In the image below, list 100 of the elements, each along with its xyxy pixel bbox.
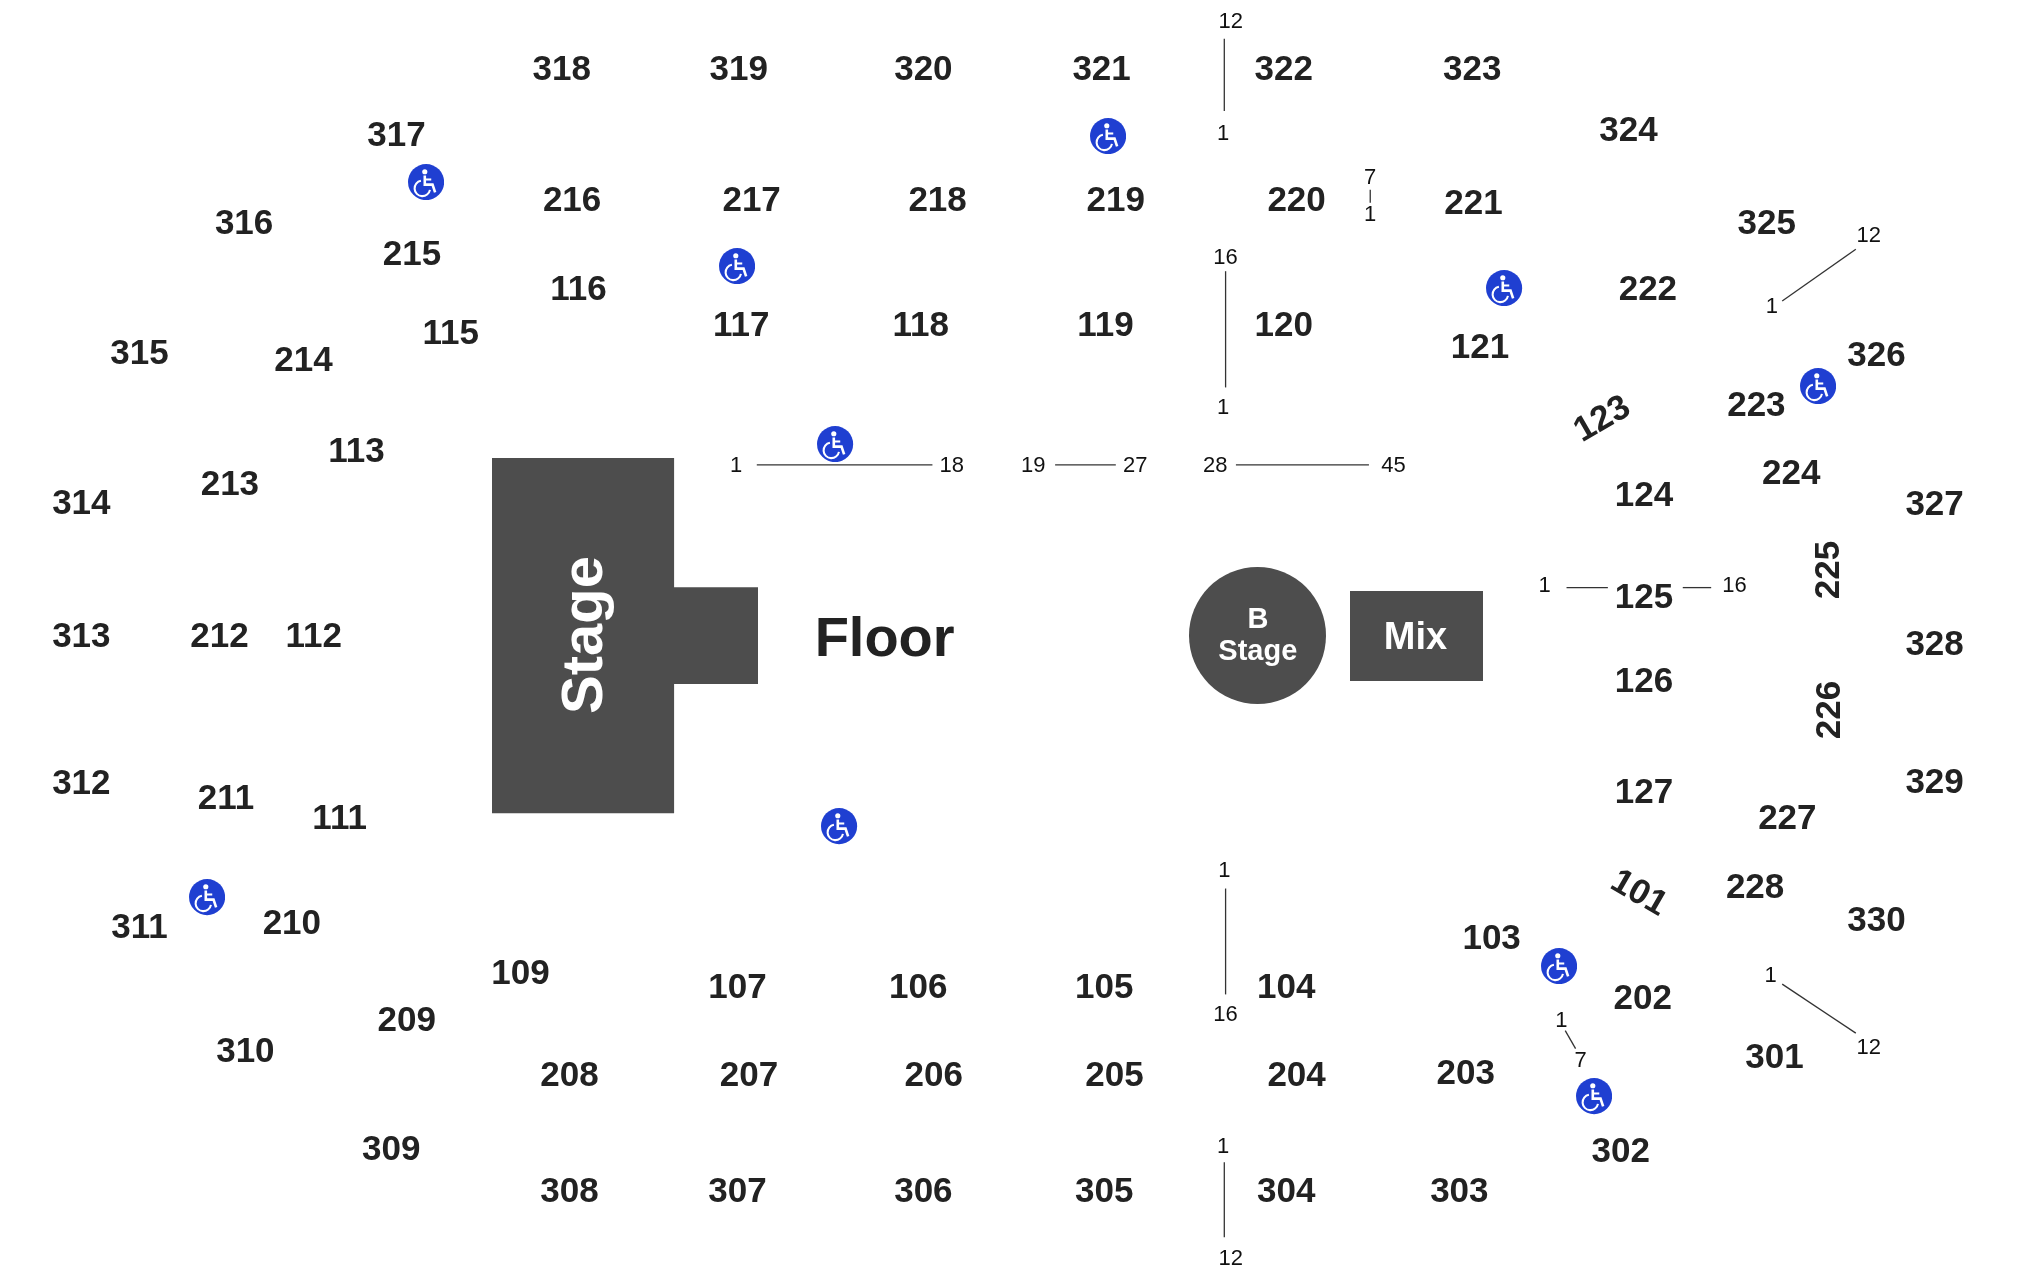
section-number: 214 [274, 340, 333, 376]
mix-label: Mix [1383, 615, 1448, 658]
row-number: 16 [1213, 246, 1238, 268]
section-number: 323 [1443, 49, 1502, 85]
section-number: 324 [1599, 110, 1658, 146]
section-number: 219 [1086, 180, 1145, 216]
section-number: 315 [110, 333, 169, 369]
section-number: 306 [894, 1171, 953, 1207]
row-number: 16 [1722, 574, 1747, 596]
section-number: 116 [550, 269, 607, 305]
section-number: 124 [1614, 475, 1674, 511]
stage-label: Stage [550, 556, 615, 715]
section-number: 203 [1436, 1053, 1495, 1089]
section-number: 325 [1737, 203, 1796, 239]
section-number: 204 [1267, 1055, 1326, 1091]
section-number: 220 [1267, 180, 1326, 216]
section-number: 205 [1085, 1055, 1144, 1091]
section-number: 209 [377, 1000, 436, 1036]
section-number: 302 [1591, 1131, 1650, 1167]
row-number: 1 [1216, 395, 1230, 418]
section-number: 308 [540, 1171, 599, 1207]
row-number: 12 [1856, 224, 1881, 247]
section-number: 105 [1075, 967, 1134, 1003]
row-number: 1 [1764, 964, 1777, 987]
section-number: 222 [1618, 269, 1678, 305]
section-number: 303 [1430, 1171, 1489, 1207]
section-number: 125 [1614, 577, 1674, 613]
area-label: Floor [814, 608, 955, 665]
section-number: 206 [904, 1055, 963, 1091]
section-number: 210 [262, 903, 322, 939]
section-number: 207 [719, 1055, 779, 1091]
section-number: 305 [1075, 1171, 1134, 1207]
row-number: 27 [1122, 453, 1148, 476]
section-number: 304 [1257, 1171, 1316, 1207]
section-number: 321 [1072, 49, 1131, 85]
row-number: 12 [1856, 1036, 1881, 1059]
section-number: 318 [532, 49, 591, 85]
section-number: 317 [367, 115, 426, 151]
section-number: 330 [1847, 900, 1906, 936]
section-number: 228 [1725, 867, 1785, 903]
section-number: 208 [540, 1055, 599, 1091]
row-number: 1 [1216, 122, 1230, 144]
section-number: 223 [1727, 385, 1786, 421]
section-number: 226 [1809, 681, 1845, 740]
section-number: 316 [214, 203, 274, 239]
section-number: 217 [722, 180, 781, 216]
stage-platform [492, 458, 759, 814]
row-number: 16 [1213, 1002, 1238, 1025]
section-number: 115 [422, 313, 479, 349]
section-number: 322 [1254, 49, 1313, 85]
row-number: 1 [1538, 574, 1551, 596]
section-number: 104 [1257, 967, 1316, 1003]
section-number: 326 [1847, 335, 1906, 371]
section-number: 117 [713, 305, 770, 341]
row-number: 1 [1216, 1134, 1230, 1157]
row-number: 45 [1381, 453, 1406, 476]
section-number: 221 [1444, 183, 1503, 219]
section-number: 123 [1567, 387, 1636, 447]
section-number: 216 [542, 180, 602, 216]
section-number: 213 [200, 464, 260, 500]
section-number: 227 [1758, 798, 1817, 834]
section-number: 320 [894, 49, 953, 85]
section-number: 328 [1905, 624, 1964, 660]
section-number: 309 [362, 1129, 421, 1165]
row-number: 1 [1218, 859, 1231, 882]
section-number: 109 [491, 953, 550, 989]
row-number: 7 [1574, 1049, 1587, 1072]
section-number: 327 [1905, 484, 1964, 520]
section-number: 218 [908, 180, 967, 216]
section-number: 118 [892, 305, 950, 341]
section-number: 112 [285, 616, 343, 652]
row-number: 28 [1203, 453, 1228, 476]
row-number: 1 [1555, 1009, 1568, 1032]
row-number: 1 [1765, 295, 1778, 318]
row-number: 12 [1218, 1246, 1243, 1269]
section-number: 106 [889, 967, 948, 1003]
section-number: 119 [1077, 305, 1134, 341]
section-number: 126 [1614, 661, 1674, 697]
row-number: 7 [1364, 165, 1377, 188]
section-number: 314 [52, 483, 111, 519]
section-number: 121 [1450, 327, 1510, 363]
section-number: 225 [1808, 540, 1844, 599]
section-number: 111 [312, 798, 367, 834]
row-number: 1 [730, 453, 743, 476]
section-number: 103 [1462, 918, 1521, 954]
section-number: 202 [1613, 978, 1672, 1014]
section-number: 319 [709, 49, 768, 85]
section-number: 310 [216, 1031, 275, 1067]
section-number: 215 [382, 234, 442, 270]
row-number: 12 [1218, 9, 1243, 32]
section-number: 311 [111, 907, 168, 943]
section-number: 101 [1606, 861, 1675, 921]
b-stage-label: B Stage [1217, 603, 1299, 668]
row-number: 1 [1364, 203, 1377, 226]
section-number: 113 [328, 431, 385, 467]
section-number: 312 [52, 763, 111, 799]
section-number: 107 [708, 967, 767, 1003]
section-number: 211 [197, 778, 255, 814]
row-number: 19 [1020, 453, 1046, 476]
section-number: 329 [1905, 762, 1964, 798]
